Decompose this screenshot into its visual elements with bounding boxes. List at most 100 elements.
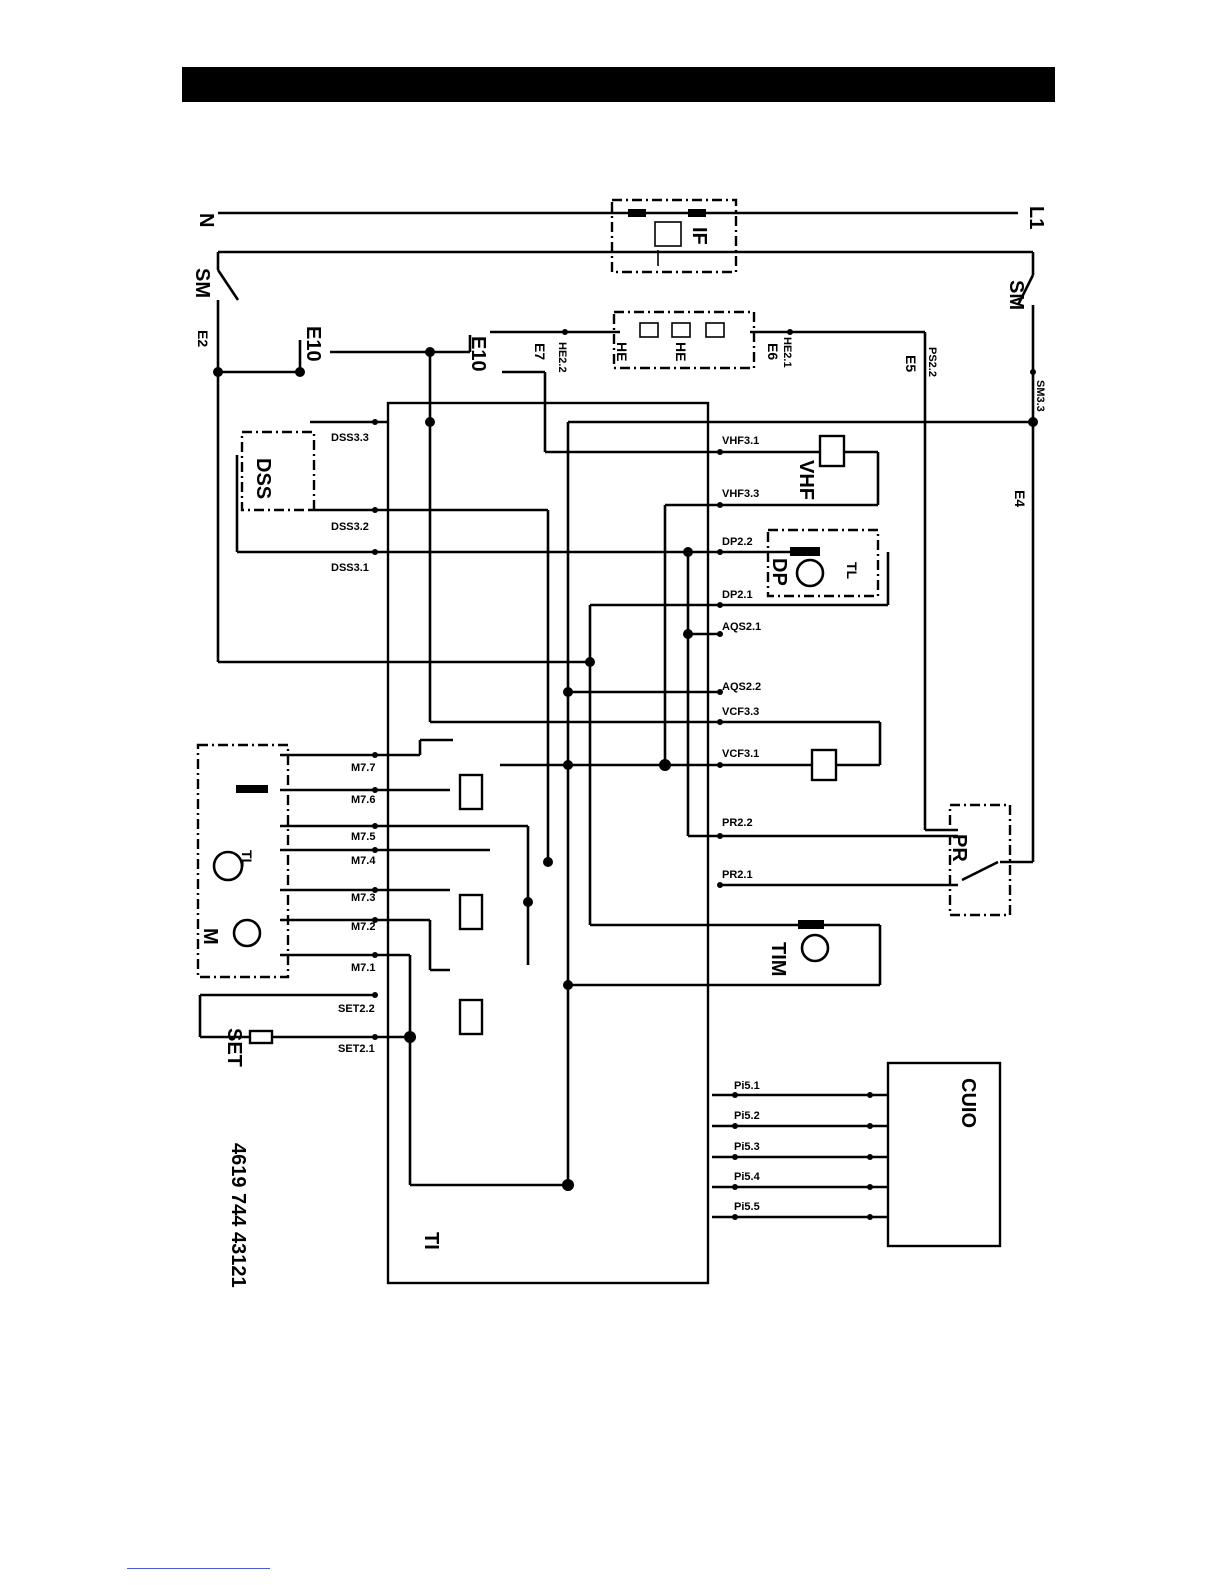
label-e4: E4 xyxy=(1012,490,1028,507)
terminal-point xyxy=(372,952,378,958)
label-sm-right: SM xyxy=(1005,280,1027,310)
junction-dot xyxy=(523,897,533,907)
label-aqs22: AQS2.2 xyxy=(722,681,761,693)
if-coil-left xyxy=(628,209,646,217)
terminal-point xyxy=(717,602,723,608)
relay-3 xyxy=(460,1000,482,1034)
terminal-point xyxy=(867,1154,873,1160)
label-if: IF xyxy=(688,227,710,245)
label-vhf31: VHF3.1 xyxy=(722,435,759,447)
junction-dot xyxy=(425,417,435,427)
junction-dot xyxy=(404,1031,416,1043)
terminal-point xyxy=(372,823,378,829)
label-vcf33: VCF3.3 xyxy=(722,706,759,718)
label-tl-dp: TL xyxy=(844,562,860,580)
label-pr22: PR2.2 xyxy=(722,817,753,829)
label-he-mid: HE xyxy=(673,342,689,361)
terminal-point xyxy=(867,1123,873,1129)
terminal-point xyxy=(717,449,723,455)
vhf-coil xyxy=(820,436,844,466)
he-heater-element-3 xyxy=(706,323,724,337)
label-he22: HE2.2 xyxy=(556,342,568,373)
terminal-point xyxy=(372,752,378,758)
tacho-symbol xyxy=(234,920,260,946)
label-line: L1 xyxy=(1025,206,1047,229)
label-pi52: Pi5.2 xyxy=(734,1110,760,1122)
label-cuio: CUIO xyxy=(957,1078,979,1128)
label-e10-left: E10 xyxy=(302,326,324,362)
terminal-point xyxy=(867,1184,873,1190)
label-dp22: DP2.2 xyxy=(722,536,753,548)
terminal-point xyxy=(732,1184,738,1190)
label-motor: M xyxy=(199,928,221,945)
terminal-point xyxy=(1030,369,1036,375)
terminal-point xyxy=(372,847,378,853)
terminal-point xyxy=(717,719,723,725)
label-e10-right: E10 xyxy=(467,336,489,372)
label-pi53: Pi5.3 xyxy=(734,1141,760,1153)
terminal-point xyxy=(717,502,723,508)
label-tl-motor: TL xyxy=(239,850,255,868)
label-sm-left: SM xyxy=(191,268,213,298)
terminal-point xyxy=(717,833,723,839)
junction-dot xyxy=(425,347,435,357)
junction-dot xyxy=(562,1179,574,1191)
label-aqs21: AQS2.1 xyxy=(722,621,761,633)
terminal-point xyxy=(732,1154,738,1160)
label-ps22: PS2.2 xyxy=(926,347,938,377)
label-set: SET xyxy=(223,1028,245,1067)
if-coil-right xyxy=(688,209,706,217)
junction-dot xyxy=(213,367,223,377)
label-neutral: N xyxy=(195,213,217,227)
dp-thermal-cutout xyxy=(790,547,820,556)
label-vhf: VHF xyxy=(795,460,817,500)
label-m72: M7.2 xyxy=(351,921,375,933)
terminal-point xyxy=(867,1214,873,1220)
label-m74: M7.4 xyxy=(351,855,376,867)
label-dss31: DSS3.1 xyxy=(331,562,369,574)
label-pi55: Pi5.5 xyxy=(734,1201,760,1213)
junction-dot xyxy=(295,367,305,377)
motor-symbol xyxy=(214,852,242,880)
he-heater-element-1 xyxy=(640,323,658,337)
motor-brush xyxy=(236,785,268,793)
terminal-point xyxy=(562,329,568,335)
label-m73: M7.3 xyxy=(351,892,375,904)
label-set21: SET2.1 xyxy=(338,1043,375,1055)
pr-contact xyxy=(962,862,998,880)
terminal-point xyxy=(372,787,378,793)
label-e7: E7 xyxy=(532,343,548,360)
junction-dot xyxy=(543,857,553,867)
label-dss32: DSS3.2 xyxy=(331,521,369,533)
label-he-left: HE xyxy=(614,342,630,361)
part-number: 4619 744 43121 xyxy=(227,1143,249,1288)
footer-link-underline xyxy=(127,1568,270,1569)
label-m77: M7.7 xyxy=(351,762,375,774)
terminal-point xyxy=(717,882,723,888)
tim-motor-symbol xyxy=(802,935,828,961)
junction-dot xyxy=(563,980,573,990)
label-m76: M7.6 xyxy=(351,794,375,806)
label-e5: E5 xyxy=(903,355,919,372)
if-capacitor xyxy=(655,222,681,246)
he-heater-element-2 xyxy=(672,323,690,337)
terminal-point xyxy=(372,1034,378,1040)
relay-2 xyxy=(460,895,482,929)
terminal-point xyxy=(787,329,793,335)
junction-dot xyxy=(585,657,595,667)
junction-dot xyxy=(563,687,573,697)
label-m75: M7.5 xyxy=(351,831,375,843)
label-pr21: PR2.1 xyxy=(722,869,753,881)
terminal-point xyxy=(372,507,378,513)
label-m71: M7.1 xyxy=(351,962,375,974)
terminal-point xyxy=(732,1092,738,1098)
dp-motor-symbol xyxy=(797,560,823,586)
junction-dot xyxy=(1028,417,1038,427)
label-dp: DP xyxy=(768,558,790,586)
relay-1 xyxy=(460,775,482,809)
label-e2: E2 xyxy=(195,330,211,347)
cuio-box xyxy=(888,1063,1000,1246)
label-dp21: DP2.1 xyxy=(722,589,753,601)
terminal-point xyxy=(372,992,378,998)
